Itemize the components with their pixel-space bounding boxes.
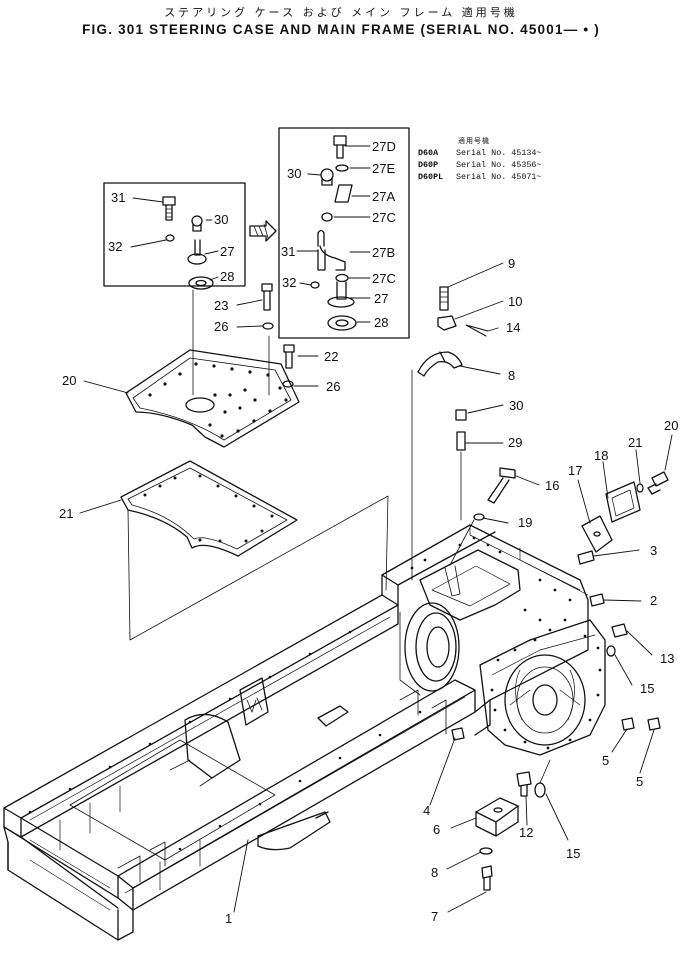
serial-heading: 適用号機 — [458, 137, 490, 145]
cover-plate-holes — [148, 362, 288, 438]
callout-9: 8 — [508, 368, 515, 383]
callout-8: 8 — [431, 865, 438, 880]
callout-16: 16 — [545, 478, 559, 493]
callout-7: 7 — [431, 909, 438, 924]
callout-27b: 27B — [372, 245, 395, 260]
serial-row: D60PL Serial No. 45071~ — [418, 171, 541, 183]
callout-14: 13 — [660, 651, 674, 666]
callout-27: 27 — [220, 244, 234, 259]
serial-applicability-table: 適用号機 D60A Serial No. 45134~ D60P Serial No… — [418, 135, 541, 183]
callout-23: 21 — [59, 506, 73, 521]
callout-29: 29 — [508, 435, 522, 450]
inset-box-left — [103, 182, 246, 287]
callout-17: 19 — [518, 515, 532, 530]
leader-lines — [79, 145, 673, 913]
callout-32: 32 — [108, 239, 122, 254]
callout-10: 9 — [508, 256, 515, 271]
callout-31: 31 — [111, 190, 125, 205]
callout-30: 30 — [214, 212, 228, 227]
callout-15: 15 — [566, 846, 580, 861]
callout-11: 10 — [508, 294, 522, 309]
serial-number: Serial No. 45134~ — [456, 148, 542, 158]
callout-26: 26 — [214, 319, 228, 334]
callout-27c: 27C — [372, 271, 396, 286]
figure-title: FIG. 301 STEERING CASE AND MAIN FRAME (S… — [82, 22, 600, 37]
callout-13: 12 — [519, 825, 533, 840]
inset-left-parts — [162, 196, 214, 290]
inset-box-right — [278, 127, 410, 339]
callout-5: 5 — [602, 753, 609, 768]
callout-28: 28 — [220, 269, 234, 284]
callout-27a: 27A — [372, 189, 395, 204]
title-japanese: ステアリング ケース および メイン フレーム 適用号機 — [164, 6, 518, 19]
serial-model: D60PL — [418, 172, 444, 182]
callout-19: 17 — [568, 463, 582, 478]
callout-28: 28 — [374, 315, 388, 330]
callout-18: 18 — [594, 448, 608, 463]
serial-number: Serial No. 45071~ — [456, 172, 542, 182]
callout-30: 30 — [287, 166, 301, 181]
callout-26: 26 — [326, 379, 340, 394]
gasket-holes — [143, 474, 274, 543]
callout-4: 4 — [423, 803, 430, 818]
gasket — [120, 460, 298, 557]
callout-25: 23 — [214, 298, 228, 313]
serial-model: D60A — [418, 148, 439, 158]
serial-number: Serial No. 45356~ — [456, 160, 542, 170]
callout-30: 30 — [509, 398, 523, 413]
callout-24: 22 — [324, 349, 338, 364]
callout-27d: 27D — [372, 139, 396, 154]
callout-27: 27 — [374, 291, 388, 306]
callout-20: 20 — [664, 418, 678, 433]
serial-row: D60P Serial No. 45356~ — [418, 159, 541, 171]
serial-row: D60A Serial No. 45134~ — [418, 147, 541, 159]
callout-1: 1 — [225, 911, 232, 926]
callout-6: 6 — [433, 822, 440, 837]
loose-parts — [127, 283, 669, 891]
inset-right-parts — [310, 135, 357, 331]
callout-5: 5 — [636, 774, 643, 789]
callout-15: 15 — [640, 681, 654, 696]
callout-22: 20 — [62, 373, 76, 388]
main-frame — [3, 524, 606, 941]
callout-31: 31 — [281, 244, 295, 259]
callout-12: 14 — [506, 320, 520, 335]
cover-plate — [125, 349, 300, 448]
arrow-icon — [249, 220, 277, 242]
callout-2: 2 — [650, 593, 657, 608]
callout-32: 32 — [282, 275, 296, 290]
serial-model: D60P — [418, 160, 439, 170]
callout-3: 3 — [650, 543, 657, 558]
callouts: 31 30 32 27 28 27D 27E 30 27A 27C 31 27B… — [59, 139, 678, 926]
callout-27e: 27E — [372, 161, 395, 176]
callout-27c: 27C — [372, 210, 396, 225]
callout-21: 21 — [628, 435, 642, 450]
